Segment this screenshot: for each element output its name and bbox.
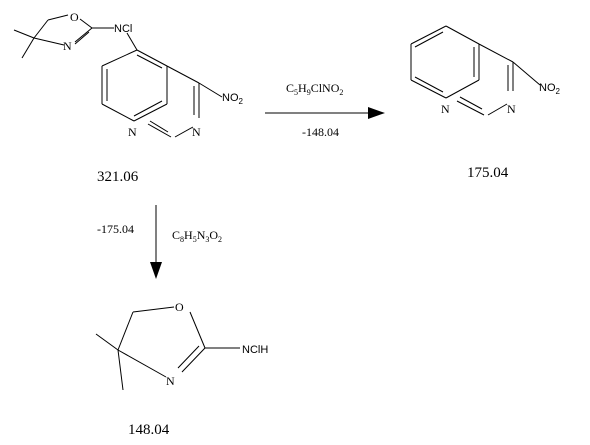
- fragment-right-mass: 175.04: [467, 165, 509, 181]
- fragment-right-molecule: N N NO2: [410, 25, 561, 116]
- right-arrow: [265, 107, 385, 119]
- nitrogen-label: N: [63, 39, 72, 53]
- loss-formula-right: C5H9ClNO2: [286, 81, 343, 97]
- nitrogen-label: N: [441, 102, 450, 116]
- loss-mass-bottom: -175.04: [97, 222, 134, 236]
- oxygen-label: O: [175, 300, 184, 314]
- ncih-label: NClH: [242, 344, 268, 356]
- nitrogen-label: N: [128, 125, 137, 139]
- nitrogen-label: N: [507, 102, 516, 116]
- loss-formula-bottom: C8H5N3O2: [172, 228, 222, 244]
- parent-mass: 321.06: [97, 169, 139, 185]
- fragment-bottom-mass: 148.04: [128, 422, 170, 438]
- nitro-label: NO2: [222, 92, 244, 106]
- nci-label: NCl: [114, 23, 132, 35]
- down-arrow: [150, 205, 162, 279]
- nitrogen-label: N: [166, 374, 175, 388]
- oxygen-label: O: [70, 10, 79, 24]
- loss-mass-right: -148.04: [302, 125, 339, 139]
- nitrogen-label: N: [192, 125, 201, 139]
- nitro-label: NO2: [539, 82, 561, 96]
- parent-molecule: O N NCl NO2 N N: [13, 10, 244, 139]
- fragment-bottom-molecule: O N NClH: [95, 300, 268, 391]
